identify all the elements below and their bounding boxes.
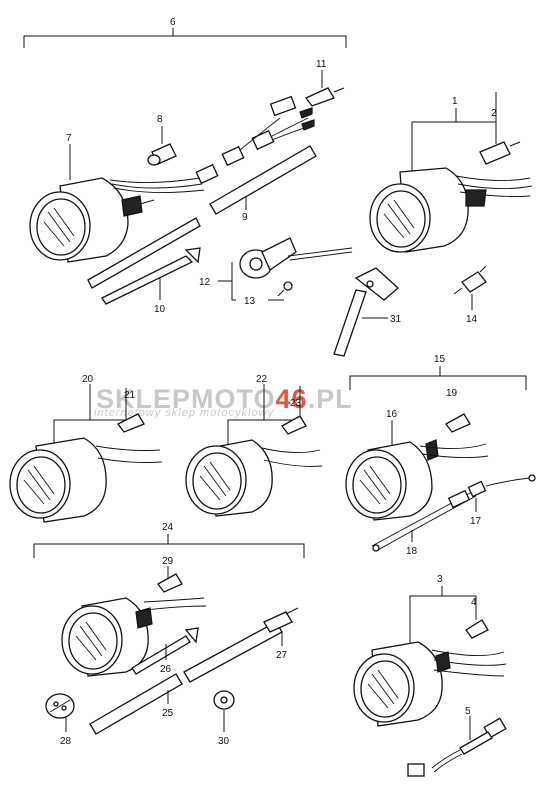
callout-9: 9: [242, 212, 248, 223]
group-3-bracket: [409, 586, 477, 650]
callout-5: 5: [465, 706, 471, 717]
gauge-7: [29, 177, 155, 263]
callout-4: 4: [471, 597, 477, 608]
group-24-bracket: [33, 534, 305, 558]
callout-7: 7: [66, 133, 72, 144]
bulb-23: [281, 415, 307, 435]
callout-21: 21: [124, 390, 136, 401]
callout-15: 15: [434, 354, 446, 365]
group-20-bracket: [53, 384, 127, 444]
callout-22: 22: [256, 374, 268, 385]
callout-1: 1: [452, 96, 458, 107]
svg-text:internetowy sklep motocyklowy: internetowy sklep motocyklowy: [94, 407, 275, 419]
sensor-14: [453, 265, 487, 295]
sensor-27: [263, 607, 299, 633]
callout-27: 27: [276, 650, 288, 661]
callout-29: 29: [162, 556, 174, 567]
bulb-29: [157, 573, 183, 593]
callout-13: 13: [244, 296, 256, 307]
wire-harness-6: [109, 95, 315, 194]
bulb-8: [147, 143, 177, 166]
gauge-3: [353, 641, 507, 727]
callout-2: 2: [491, 108, 497, 119]
gauge-22: [185, 439, 323, 517]
callout-18: 18: [406, 546, 418, 557]
callout-26: 26: [160, 664, 172, 675]
gauge-20: [9, 437, 163, 523]
svg-text:SKLEPMOTO46.PL: SKLEPMOTO46.PL: [96, 384, 353, 414]
callout-30: 30: [218, 736, 230, 747]
callout-14: 14: [466, 314, 478, 325]
callout-23: 23: [290, 398, 302, 409]
callout-24: 24: [162, 522, 174, 533]
gauge-1: [369, 167, 533, 253]
bulb-11: [304, 87, 345, 107]
cable-tie-10: [101, 247, 201, 305]
callout-8: 8: [157, 114, 163, 125]
callout-3: 3: [437, 574, 443, 585]
callout-10: 10: [154, 304, 166, 315]
screw-13: [277, 281, 293, 297]
tube-25: [89, 673, 183, 735]
callout-31: 31: [390, 314, 402, 325]
bulb-21: [117, 413, 145, 433]
group-1-bracket: [411, 92, 497, 178]
gauge-24: [61, 597, 207, 677]
callout-11: 11: [316, 59, 327, 70]
socket-12: [239, 237, 353, 279]
group-22-bracket: [227, 384, 301, 446]
callout-12: 12: [199, 277, 211, 288]
callout-25: 25: [162, 708, 174, 719]
callout-6: 6: [170, 17, 176, 28]
tube-24a: [183, 621, 283, 683]
callout-28: 28: [60, 736, 72, 747]
tube-9: [209, 145, 317, 215]
harness-17-18: [371, 474, 536, 552]
group-6-bracket: [23, 28, 347, 48]
bulb-19: [445, 413, 471, 433]
bracket-31: [333, 267, 399, 357]
callout-19: 19: [446, 388, 458, 399]
bulb-2: [479, 141, 521, 165]
harness-5: [407, 717, 507, 777]
bulb-4: [465, 619, 489, 639]
callout-17: 17: [470, 516, 482, 527]
callout-20: 20: [82, 374, 94, 385]
tube-10a: [87, 217, 201, 289]
watermark-logo: SKLEPMOTO46.PL internetowy sklep motocyk…: [94, 384, 353, 419]
grommet-30: [213, 690, 235, 710]
cable-tie-26: [131, 627, 199, 675]
group-15-bracket: [349, 366, 527, 390]
gauge-16: [345, 439, 489, 521]
callout-16: 16: [386, 409, 398, 420]
grommet-28: [45, 693, 75, 719]
